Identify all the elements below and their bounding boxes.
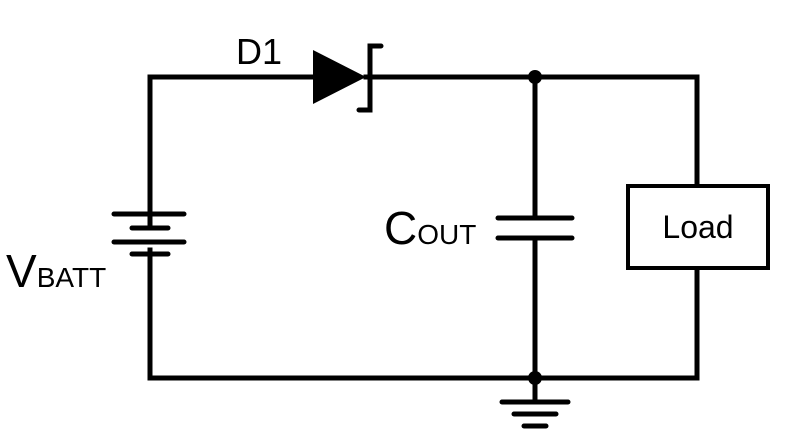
wire-top-right xyxy=(363,74,700,189)
diode-label: D1 xyxy=(236,31,282,72)
load: Load xyxy=(626,184,770,270)
capacitor-cout: COUT xyxy=(384,202,575,254)
battery-label-main: V xyxy=(6,245,37,297)
junction-dot-top xyxy=(528,70,542,84)
battery-vbatt: VBATT xyxy=(6,211,187,297)
capacitor-label: COUT xyxy=(384,202,476,254)
battery-label: VBATT xyxy=(6,245,106,297)
capacitor-label-sub: OUT xyxy=(417,219,476,250)
diode-d1: D1 xyxy=(236,31,384,113)
junction-dot-bottom xyxy=(528,371,542,385)
capacitor-label-main: C xyxy=(384,202,417,254)
diode-triangle xyxy=(313,50,366,104)
load-label: Load xyxy=(662,209,733,245)
wires xyxy=(147,74,700,403)
ground-symbol xyxy=(499,399,571,429)
load-box xyxy=(626,184,770,270)
diode-cathode-bar xyxy=(356,43,384,113)
wire-load-bottom xyxy=(147,247,700,381)
battery-label-sub: BATT xyxy=(37,262,106,293)
wire-top-left xyxy=(147,74,315,231)
